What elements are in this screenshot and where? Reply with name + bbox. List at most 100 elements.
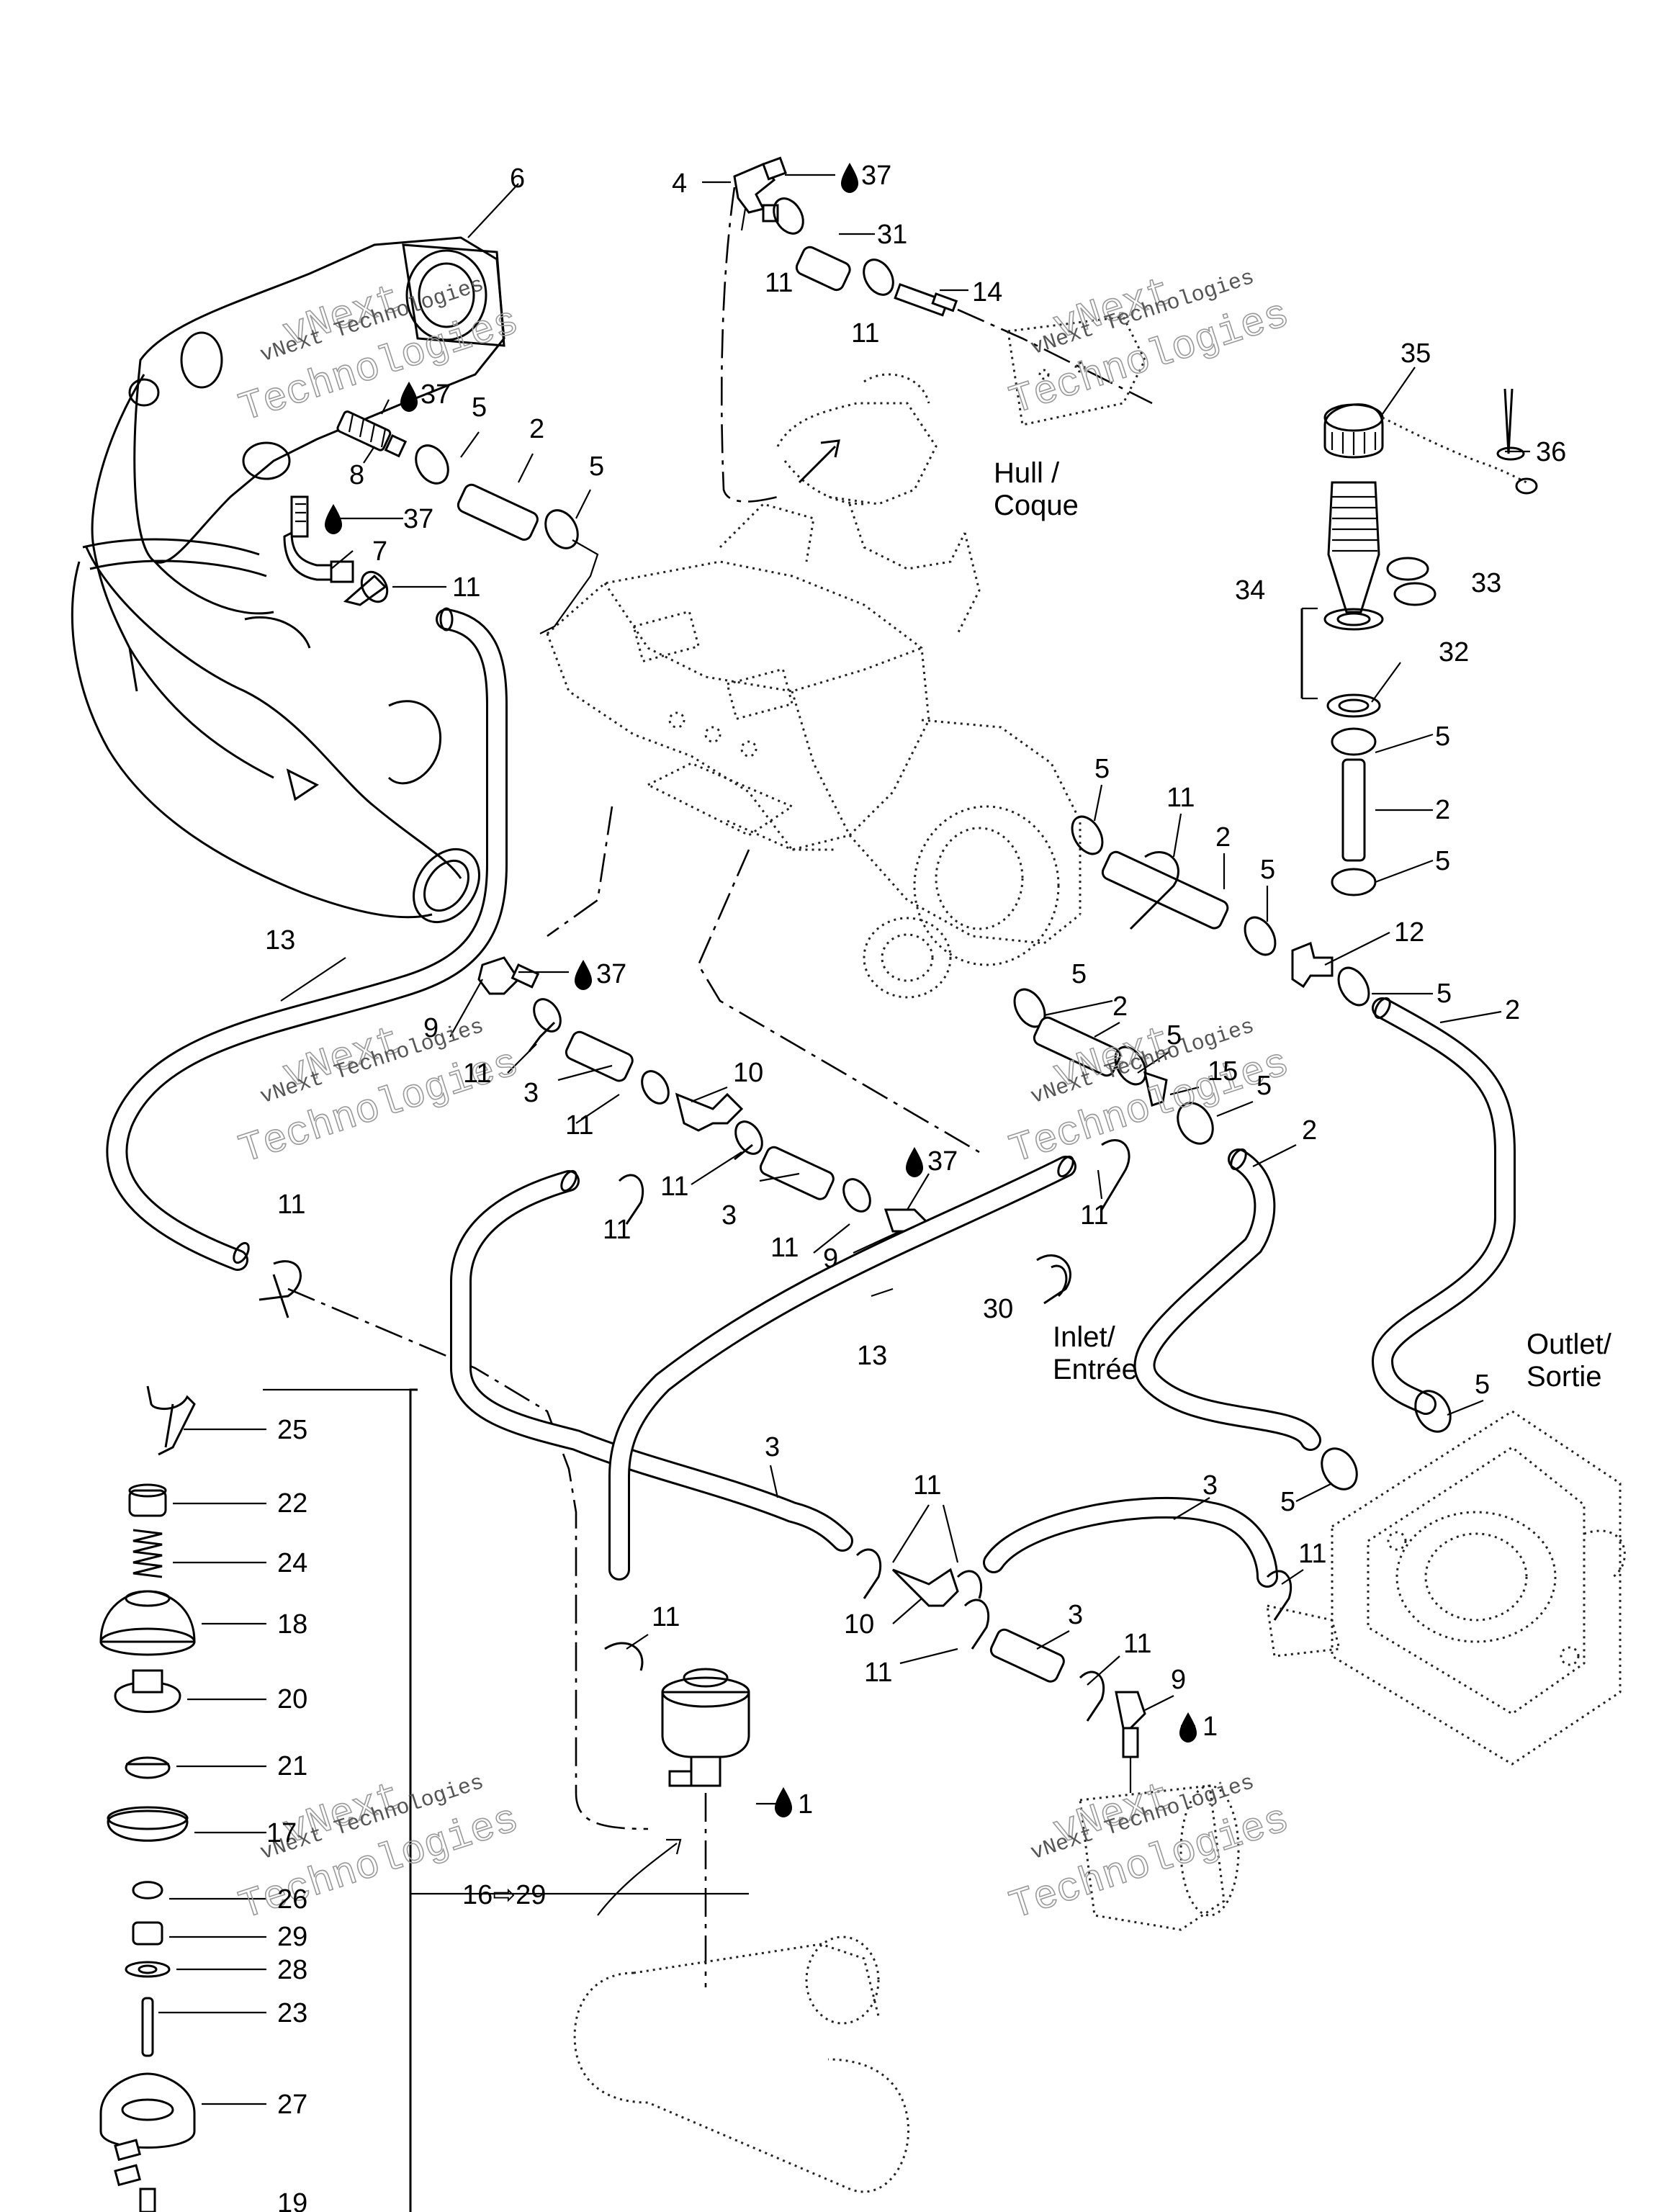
callout: 25	[277, 1415, 307, 1445]
callout: 3	[523, 1078, 539, 1108]
callout: 10	[733, 1058, 763, 1088]
callout: 8	[349, 460, 364, 490]
callout: 11	[660, 1172, 688, 1202]
callout: 5	[1437, 979, 1452, 1009]
callout: 1	[798, 1789, 813, 1820]
callout: 5	[1166, 1020, 1182, 1051]
callout: 11	[603, 1215, 631, 1245]
callout: 4	[672, 168, 687, 199]
callout: 37	[927, 1146, 958, 1177]
drop-icon	[325, 504, 342, 534]
callout: 2	[1112, 992, 1128, 1022]
outlet-label-fr: Sortie	[1527, 1361, 1602, 1393]
callout: 17	[266, 1818, 297, 1848]
callout: 9	[423, 1013, 439, 1043]
middle-right-hoses	[1013, 988, 1452, 1491]
callout: 11	[565, 1110, 593, 1141]
callout: 3	[1202, 1470, 1218, 1501]
drop-icon	[1179, 1712, 1197, 1743]
callout: 5	[1094, 754, 1110, 784]
callout: 27	[277, 2090, 307, 2120]
callout: 37	[421, 379, 451, 410]
callout: 24	[277, 1548, 307, 1578]
callout: 23	[277, 1998, 307, 2028]
callout: 5	[1435, 846, 1450, 876]
callout: 37	[403, 504, 433, 534]
callout: 20	[277, 1684, 307, 1714]
callout: 9	[823, 1244, 838, 1274]
callout: 11	[277, 1190, 305, 1220]
callout: 5	[1071, 959, 1087, 989]
callout: 11	[770, 1233, 799, 1263]
drop-icon	[775, 1787, 792, 1817]
callout: 19	[277, 2188, 307, 2212]
callout: 13	[857, 1341, 887, 1371]
hose-13-left	[233, 1241, 649, 1830]
callout: 11	[1166, 783, 1195, 813]
hull-outline	[776, 315, 1146, 634]
watermark: vNext vNext Technologies Technologies	[1004, 1015, 1295, 1174]
callout: 29	[277, 1922, 307, 1952]
callout: 36	[1536, 437, 1566, 467]
callout: 2	[1505, 995, 1520, 1025]
callout: 11	[1298, 1539, 1326, 1569]
callout: 21	[277, 1751, 307, 1781]
callout: 2	[1302, 1115, 1317, 1146]
callout: 18	[277, 1609, 307, 1640]
callout: 3	[765, 1432, 780, 1462]
callout: 30	[983, 1294, 1013, 1324]
callout: 37	[861, 161, 891, 191]
callout: 5	[1260, 855, 1275, 885]
callout: 5	[1280, 1487, 1295, 1517]
exhaust-manifold	[71, 236, 505, 924]
exhaust-fittings	[106, 410, 599, 1271]
callout: 11	[864, 1658, 892, 1688]
callout: 26	[277, 1884, 307, 1915]
callout: 33	[1471, 568, 1501, 598]
callout: 28	[277, 1955, 307, 1985]
callout: 11	[765, 268, 793, 298]
drop-icon	[906, 1147, 923, 1177]
lower-fittings	[604, 1496, 1292, 1730]
inlet-label-fr: Entrée	[1053, 1354, 1138, 1385]
right-upper-hoses	[1071, 815, 1516, 1415]
outlet-housing	[1266, 1410, 1626, 1766]
callout: 32	[1439, 637, 1469, 667]
callout: 5	[589, 451, 604, 482]
callout: 3	[1068, 1600, 1083, 1630]
callout: 5	[1256, 1071, 1272, 1101]
exploded-valve-parts	[99, 1385, 418, 2212]
callout: 2	[529, 414, 544, 444]
callout: 11	[851, 318, 879, 349]
callout: 7	[372, 536, 387, 567]
callout: 15	[1208, 1056, 1238, 1087]
callout: 35	[1401, 338, 1431, 369]
callout: 11	[1123, 1629, 1151, 1659]
callout: 13	[265, 925, 295, 956]
sealant-drop-icons	[325, 163, 1197, 1817]
callout: 11	[463, 1058, 491, 1089]
callout: 2	[1215, 822, 1231, 853]
callout: 5	[1475, 1370, 1490, 1400]
valve-assembly	[573, 1668, 1240, 2193]
callout: 11	[652, 1602, 680, 1632]
callout: 16⇨29	[462, 1880, 546, 1910]
callout: 11	[452, 572, 480, 603]
callout: 14	[972, 277, 1002, 307]
callout: 31	[877, 220, 907, 250]
drop-icon	[575, 960, 592, 990]
center-fittings	[450, 956, 1076, 1581]
callout: 37	[596, 959, 626, 989]
top-fittings	[720, 156, 1153, 503]
callout: 22	[277, 1488, 307, 1519]
callout: 11	[1080, 1200, 1108, 1231]
area-labels: Hull / Coque Inlet/ Entrée Outlet/ Sorti…	[994, 457, 1612, 1393]
drop-icon	[400, 382, 418, 412]
callout: 10	[844, 1609, 874, 1640]
callout: 9	[1171, 1665, 1186, 1695]
watermark: vNext vNext Technologies Technologies	[1004, 1771, 1295, 1930]
callout: 34	[1235, 575, 1265, 606]
callout: 2	[1435, 795, 1450, 825]
hull-label: Hull /	[994, 457, 1060, 489]
